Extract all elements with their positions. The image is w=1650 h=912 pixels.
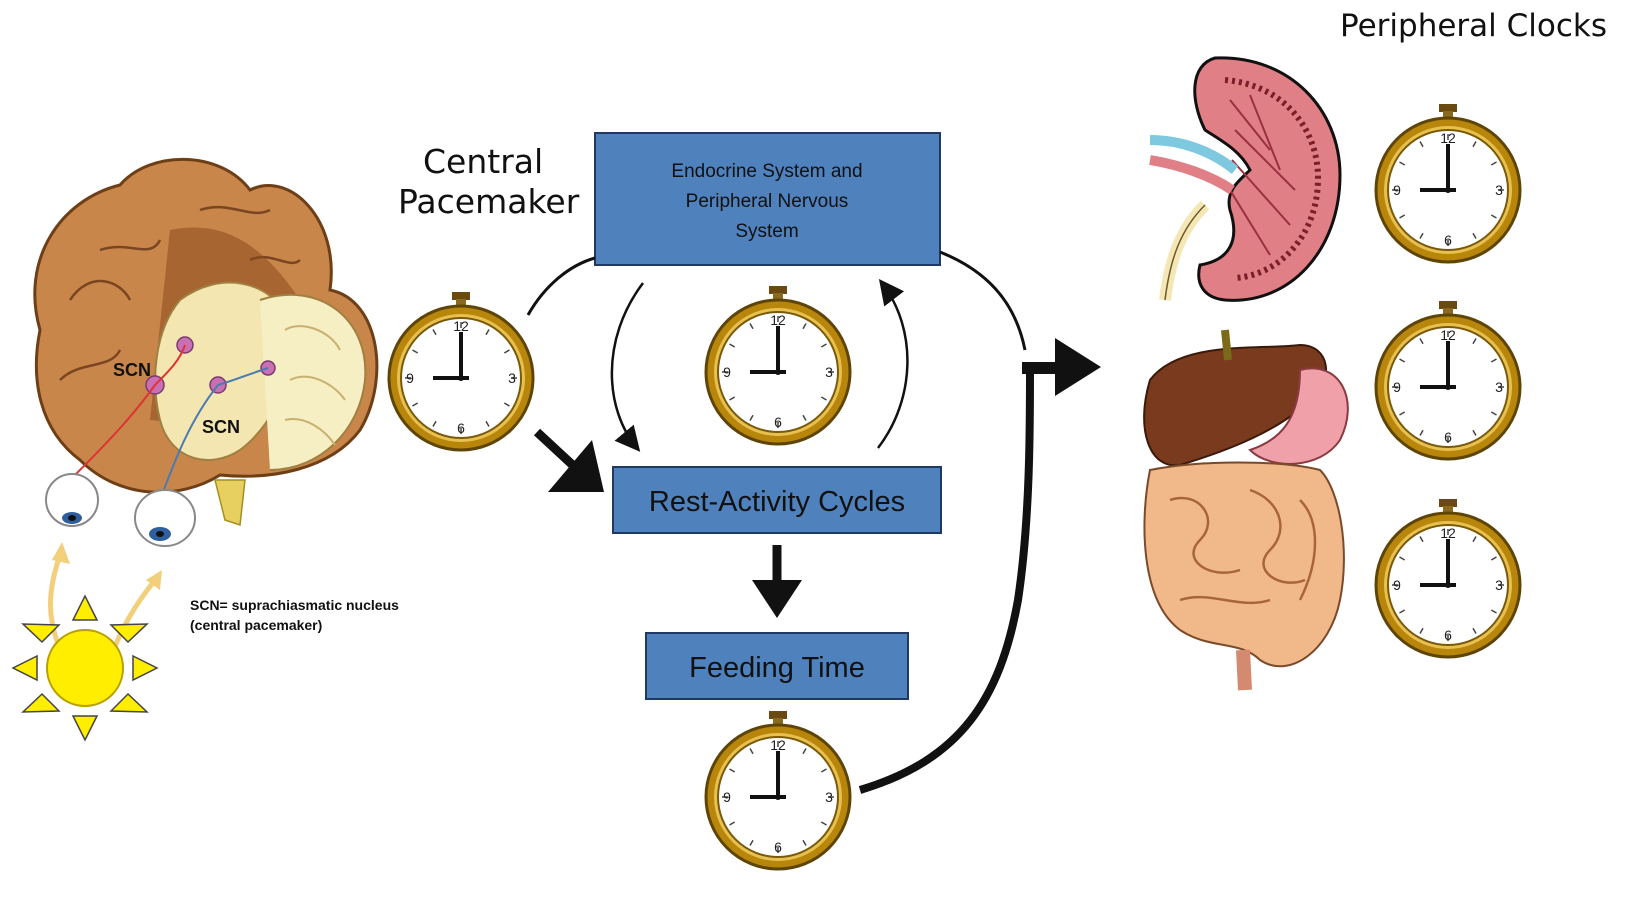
clock-numeral-3: 3 <box>825 789 833 805</box>
endocrine-line3: System <box>735 221 798 242</box>
clock-numeral-12: 12 <box>1440 525 1456 541</box>
clock-numeral-3: 3 <box>1495 379 1503 395</box>
arrow-endocrine-to-rest <box>610 282 644 452</box>
clock-numeral-3: 3 <box>508 370 516 386</box>
digestive-system-illustration <box>1143 329 1349 691</box>
central-pacemaker-line1: Central <box>423 142 543 181</box>
clock-numeral-9: 9 <box>406 370 414 386</box>
clock-numeral-3: 3 <box>825 364 833 380</box>
clock-numeral-12: 12 <box>453 318 469 334</box>
clock-numeral-6: 6 <box>774 839 782 855</box>
clock-numeral-6: 6 <box>1444 429 1452 445</box>
central-pacemaker-line2: Pacemaker <box>398 182 580 221</box>
endocrine-line2: Peripheral Nervous <box>686 191 849 212</box>
endocrine-system-box <box>594 132 941 266</box>
clock-numeral-9: 9 <box>723 789 731 805</box>
arrow-feeding-to-periphery <box>858 367 1034 794</box>
clock-numeral-9: 9 <box>723 364 731 380</box>
eye-icon <box>134 489 196 547</box>
rest-activity-box <box>612 466 942 534</box>
connector-endocrine-to-periphery <box>939 250 1027 351</box>
clock-numeral-3: 3 <box>1495 577 1503 593</box>
scn-definition-line2: (central pacemaker) <box>190 617 322 633</box>
clock-numeral-12: 12 <box>1440 327 1456 343</box>
connector-pacemaker-to-endocrine <box>526 256 596 316</box>
clock-numeral-9: 9 <box>1393 182 1401 198</box>
clock-numeral-12: 12 <box>770 312 786 328</box>
clock-numeral-6: 6 <box>1444 627 1452 643</box>
clock-numeral-12: 12 <box>1440 130 1456 146</box>
scn-definition-line1: SCN= suprachiasmatic nucleus <box>190 597 399 613</box>
sun-icon <box>11 594 159 742</box>
clock-numeral-6: 6 <box>1444 232 1452 248</box>
eye-icon <box>45 473 99 527</box>
rest-activity-label: Rest-Activity Cycles <box>649 486 905 518</box>
clock-numeral-9: 9 <box>1393 577 1401 593</box>
clock-numeral-6: 6 <box>774 414 782 430</box>
feeding-time-box <box>645 632 909 700</box>
clock-numeral-9: 9 <box>1393 379 1401 395</box>
clock-numeral-6: 6 <box>457 420 465 436</box>
kidney-illustration <box>1149 56 1342 302</box>
scn-label-lower: SCN <box>202 417 240 437</box>
clock-numeral-12: 12 <box>770 737 786 753</box>
scn-label-upper: SCN <box>113 360 151 380</box>
peripheral-clocks-title: Peripheral Clocks <box>1340 8 1607 44</box>
feeding-time-label: Feeding Time <box>689 652 865 684</box>
arrow-rest-to-endocrine <box>877 279 909 449</box>
brain-illustration <box>33 157 379 527</box>
endocrine-line1: Endocrine System and <box>671 161 862 182</box>
arrow-pacemaker-to-rest <box>533 428 582 474</box>
clock-numeral-3: 3 <box>1495 182 1503 198</box>
